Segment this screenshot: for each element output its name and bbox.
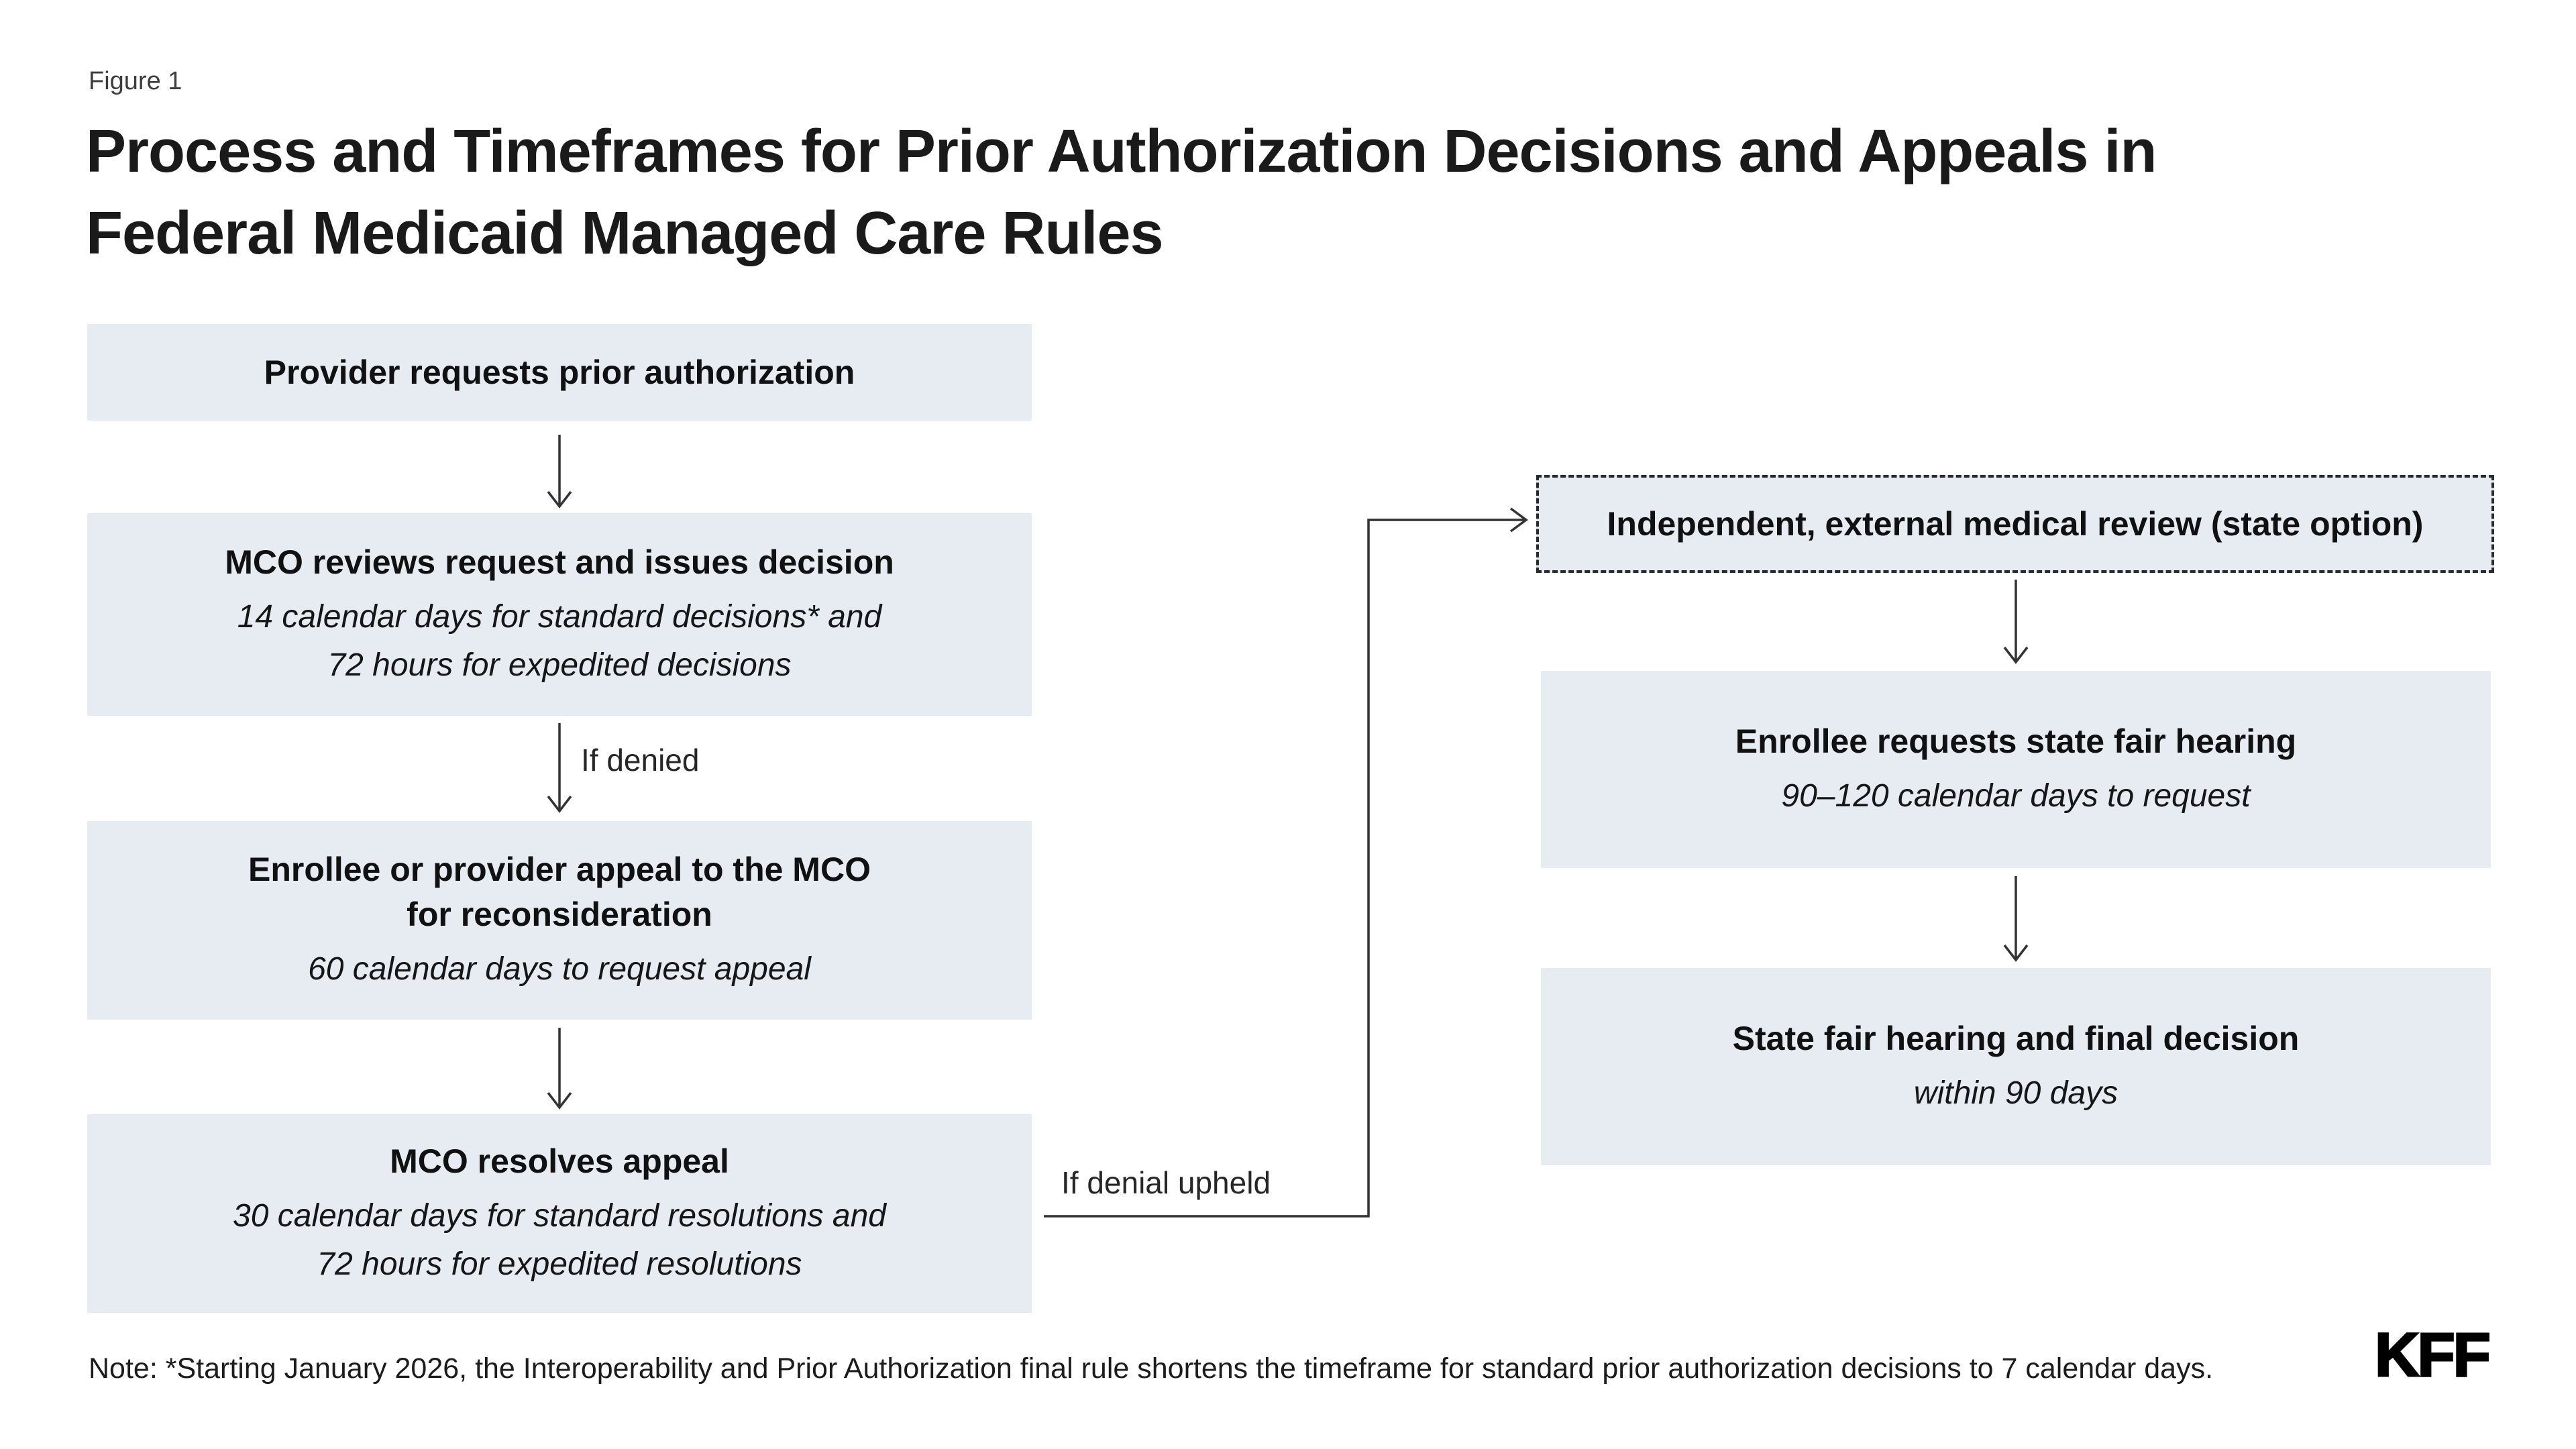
timeframe-line: 30 calendar days for standard resolution… [233, 1197, 886, 1234]
flow-box-fair-hearing-request: Enrollee requests state fair hearing 90–… [1541, 671, 2491, 868]
page-title-line1: Process and Timeframes for Prior Authori… [86, 118, 2157, 185]
timeframe-line: 72 hours for expedited resolutions [317, 1246, 802, 1282]
flow-box-mco-resolves-appeal: MCO resolves appeal 30 calendar days for… [87, 1114, 1032, 1313]
box-title: MCO reviews request and issues decision [225, 543, 894, 581]
timeframe-line: 60 calendar days to request appeal [308, 951, 811, 987]
flow-box-external-review: Independent, external medical review (st… [1536, 475, 2494, 573]
timeframe-line: 14 calendar days for standard decisions*… [237, 598, 882, 635]
box-timeframe: 14 calendar days for standard decisions*… [237, 593, 882, 690]
box-title: Provider requests prior authorization [264, 353, 855, 391]
page-title: Process and Timeframes for Prior Authori… [86, 111, 2568, 275]
arrow-down-icon [2003, 580, 2029, 664]
box-title: Enrollee or provider appeal to the MCO f… [248, 847, 871, 937]
denial-upheld-connector-arrow-icon [1044, 507, 1528, 1218]
box-title-line: for reconsideration [407, 896, 712, 933]
arrow-down-icon [547, 435, 572, 508]
box-timeframe: 60 calendar days to request appeal [308, 945, 811, 994]
footnote: Note: *Starting January 2026, the Intero… [89, 1352, 2214, 1385]
edge-label-if-denial-upheld: If denial upheld [1061, 1165, 1271, 1200]
timeframe-line: 90–120 calendar days to request [1781, 777, 2251, 814]
flow-box-appeal-to-mco: Enrollee or provider appeal to the MCO f… [87, 821, 1032, 1020]
box-timeframe: 90–120 calendar days to request [1781, 772, 2250, 820]
flow-box-provider-request: Provider requests prior authorization [87, 324, 1032, 421]
flow-box-fair-hearing-decision: State fair hearing and final decision wi… [1541, 968, 2491, 1165]
page-title-line2: Federal Medicaid Managed Care Rules [86, 200, 1164, 268]
kff-logo: KFF [2374, 1320, 2492, 1391]
edge-label-if-denied: If denied [581, 743, 700, 777]
timeframe-line: within 90 days [1913, 1075, 2118, 1111]
flow-box-mco-review: MCO reviews request and issues decision … [87, 513, 1032, 716]
figure-label: Figure 1 [89, 67, 182, 95]
box-title: Independent, external medical review (st… [1607, 504, 2424, 543]
arrow-down-icon [547, 1028, 572, 1110]
arrow-down-icon [547, 723, 572, 813]
timeframe-line: 72 hours for expedited decisions [327, 647, 792, 683]
box-timeframe: within 90 days [1914, 1069, 2118, 1118]
box-title-line: Enrollee or provider appeal to the MCO [248, 851, 871, 888]
box-title: State fair hearing and final decision [1732, 1019, 2300, 1057]
box-title: MCO resolves appeal [390, 1142, 729, 1180]
arrow-down-icon [2003, 876, 2029, 962]
box-title: Enrollee requests state fair hearing [1735, 722, 2297, 760]
box-timeframe: 30 calendar days for standard resolution… [233, 1192, 886, 1289]
